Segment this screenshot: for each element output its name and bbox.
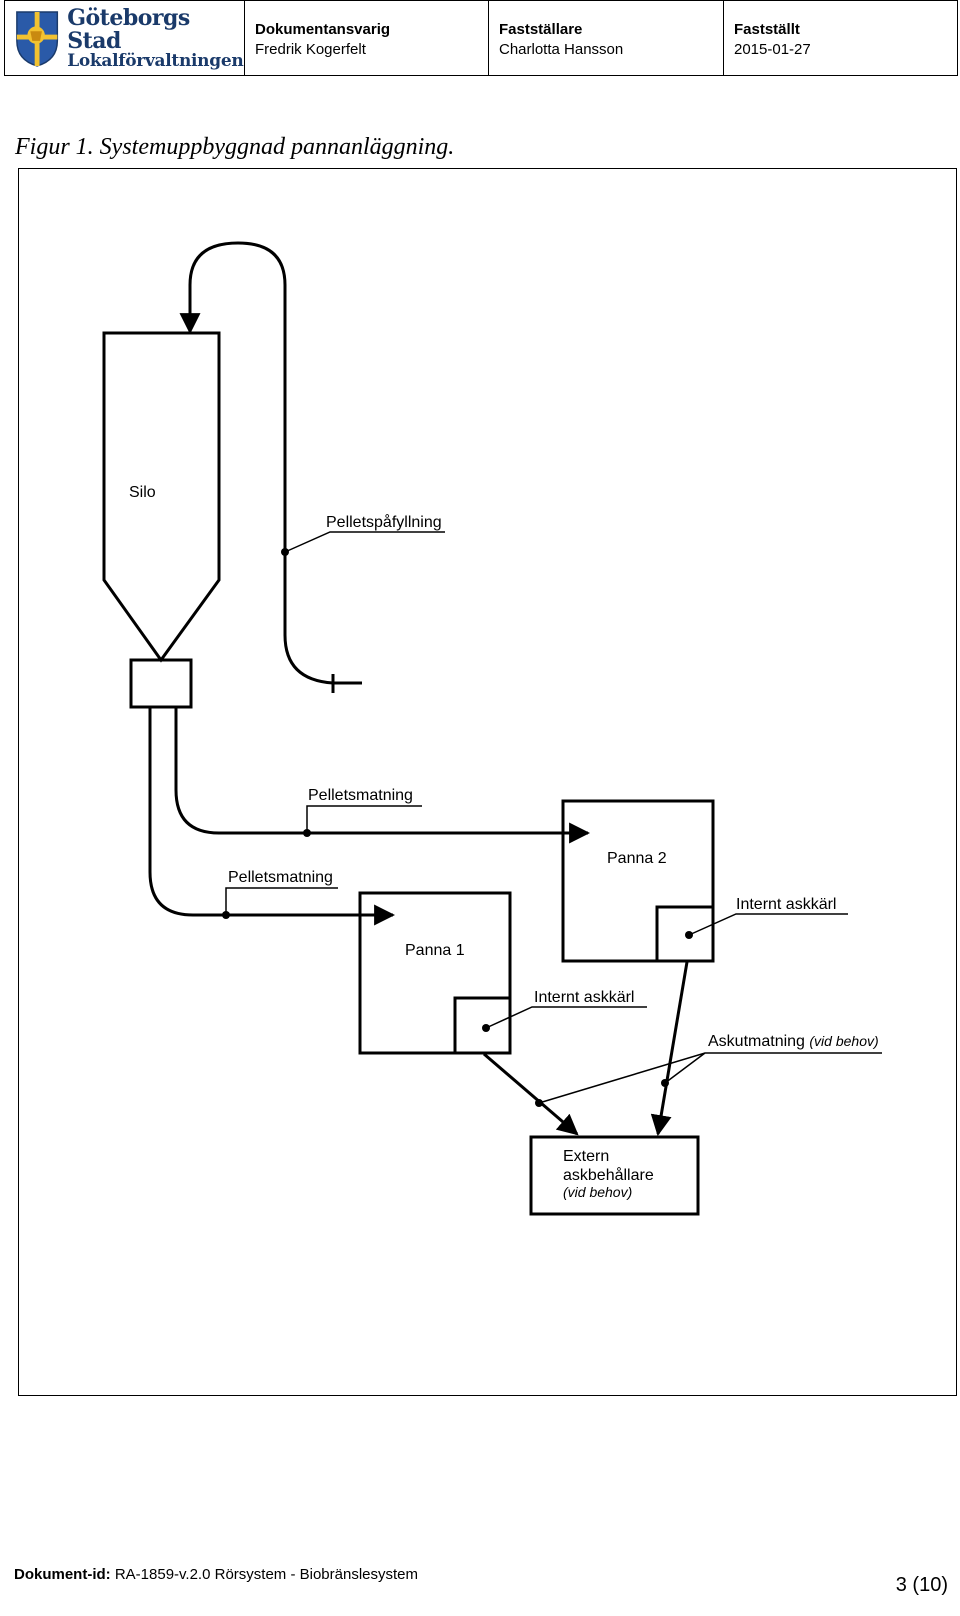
ash-bin-2-box [655,905,715,963]
ash-feed-line-1 [483,1052,579,1136]
approved-label: Fastställt [734,21,800,38]
ash-bin-1-label: Internt askkärl [534,989,634,1006]
logo-block: Göteborgs Stad Lokalförvaltningen [5,1,245,75]
boiler-2-box [561,799,715,963]
document-id: Dokument-id: RA-1859-v.2.0 Rörsystem - B… [14,1566,418,1583]
boiler-1-label: Panna 1 [405,942,465,959]
owner-value: Fredrik Kogerfelt [255,41,366,58]
pellet-feed-top-label: Pelletsmatning [308,787,413,804]
ash-feed-label: Askutmatning (vid behov) [708,1033,879,1050]
approved-value: 2015-01-27 [734,41,811,58]
leader-ash-feed [538,1052,882,1104]
approved-cell: Fastställt 2015-01-27 [724,1,957,75]
silo-shape [102,331,221,663]
leader-dot [685,931,693,939]
owner-cell: Dokumentansvarig Fredrik Kogerfelt [245,1,489,75]
page-number: 3 (10) [895,1574,948,1596]
leader-pellet-fill [284,531,445,553]
external-ash-line1: Extern [563,1148,609,1165]
logo-title: Göteborgs Stad [67,5,190,55]
diagram-frame [18,168,957,1396]
pellet-feed-pipe-1 [148,707,396,926]
external-ash-note: (vid behov) [563,1184,632,1200]
approver-cell: Fastställare Charlotta Hansson [489,1,724,75]
approver-label: Fastställare [499,21,583,38]
leader-dot [482,1024,490,1032]
leader-pellet-feed-bottom [225,887,338,915]
leader-dot [303,829,311,837]
owner-label: Dokumentansvarig [255,21,391,38]
boiler-2-label: Panna 2 [607,850,667,867]
doc-id-value: RA-1859-v.2.0 Rörsystem - Biobränslesyst… [114,1566,419,1583]
leader-ash-bin-2 [688,913,848,936]
approver-value: Charlotta Hansson [499,41,624,58]
pellet-feed-pipe-2 [174,707,591,844]
doc-id-label: Dokument-id: [14,1566,111,1583]
feeder-box [129,658,193,709]
leader-dot [281,548,289,556]
ash-feed-line-2 [650,961,689,1137]
logo-subtitle: Lokalförvaltningen [67,51,244,72]
external-ash-box [529,1135,700,1216]
document-header: Göteborgs Stad Lokalförvaltningen Dokume… [4,0,958,76]
pellet-fill-pipe [179,241,362,685]
city-crest-icon [16,11,59,67]
leader-dot [222,911,230,919]
silo-label: Silo [129,484,156,501]
pellet-feed-bottom-label: Pelletsmatning [228,869,333,886]
boiler-1-box [358,891,512,1055]
leader-dot [661,1079,669,1087]
ash-bin-2-label: Internt askkärl [736,896,836,913]
figure-caption: Figur 1. Systemuppbyggnad pannanläggning… [15,134,455,160]
ash-bin-1-box [453,996,512,1055]
leader-pellet-feed-top [306,805,422,833]
leader-dot [535,1099,543,1107]
external-ash-line2: askbehållare [563,1166,654,1184]
pellet-fill-label: Pelletspåfyllning [326,513,442,531]
leader-ash-bin-1 [485,1006,647,1029]
